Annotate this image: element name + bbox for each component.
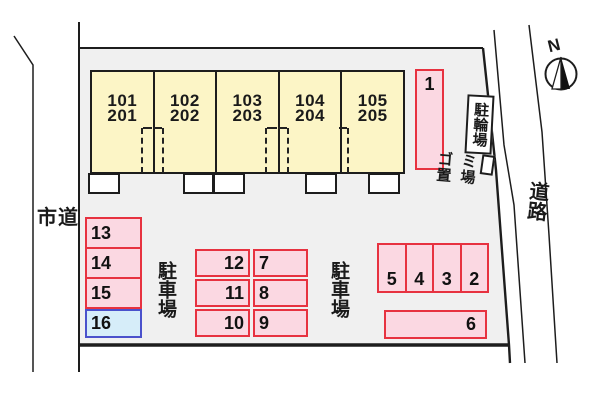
parking-space-14: 14 xyxy=(87,247,140,277)
parking-space-5: 5 xyxy=(379,245,405,291)
bicycle-parking-label: 駐輪場 xyxy=(470,101,490,148)
compass-needle-light xyxy=(551,56,562,90)
parking-space-12: 12 xyxy=(195,249,250,277)
stair-dash xyxy=(162,128,164,173)
road-label: 道路 xyxy=(522,179,550,222)
space-number: 14 xyxy=(91,252,112,273)
space-number: 12 xyxy=(223,252,244,273)
parking-space-7: 7 xyxy=(253,249,308,277)
space-number: 11 xyxy=(224,282,244,303)
stair-dash xyxy=(267,127,277,129)
parking-space-13: 13 xyxy=(87,219,140,247)
parking-space-11: 11 xyxy=(195,279,250,307)
road-edge-right-line xyxy=(528,24,558,364)
parking-space-2: 2 xyxy=(459,245,488,291)
space-number: 1 xyxy=(424,74,435,94)
space-number: 16 xyxy=(91,313,112,333)
stair-dash xyxy=(287,128,289,173)
space-number: 4 xyxy=(414,269,425,289)
parking-space-4: 4 xyxy=(404,245,433,291)
stair-dash xyxy=(153,127,162,129)
parking-row-5432: 5 4 3 2 xyxy=(377,243,489,293)
parking-space-15: 15 xyxy=(87,277,140,307)
parking-space-10: 10 xyxy=(195,309,250,337)
space-number: 3 xyxy=(441,269,452,289)
bicycle-parking-box: 駐輪場 xyxy=(464,94,495,155)
parking-space-1: 1 xyxy=(415,69,444,170)
parking-space-3: 3 xyxy=(432,245,460,291)
stair-dash xyxy=(265,128,267,173)
stair-dash xyxy=(278,127,287,129)
porch-4 xyxy=(305,173,337,194)
parking-lot-label-left: 駐車場 xyxy=(155,261,176,318)
space-number: 7 xyxy=(259,252,270,273)
road-edge-left-line xyxy=(493,29,526,364)
porch-2 xyxy=(183,173,214,194)
stair-dash xyxy=(347,128,349,173)
city-road-label: 市道 xyxy=(37,207,79,229)
parking-space-8: 8 xyxy=(253,279,308,307)
parking-space-6: 6 xyxy=(384,310,487,339)
space-number: 6 xyxy=(465,314,476,334)
parking-space-16: 16 xyxy=(85,309,142,338)
space-number: 13 xyxy=(91,222,112,243)
stair-dash xyxy=(141,128,143,173)
porch-1 xyxy=(88,173,120,194)
porch-5 xyxy=(368,173,400,194)
space-number: 2 xyxy=(469,269,480,289)
compass-needle-dark xyxy=(561,57,570,89)
porch-3 xyxy=(213,173,245,194)
space-number: 15 xyxy=(91,282,112,303)
city-road-outer-line xyxy=(13,35,34,372)
space-number: 8 xyxy=(259,282,270,303)
space-number: 5 xyxy=(386,269,397,289)
stair-dash xyxy=(339,127,347,129)
parking-space-9: 9 xyxy=(253,309,308,337)
space-number: 10 xyxy=(223,312,244,333)
space-number: 9 xyxy=(259,312,270,333)
parking-lot-label-right: 駐車場 xyxy=(328,261,349,318)
stair-dash xyxy=(143,127,152,129)
parking-col-131415: 13 14 15 xyxy=(85,217,142,309)
garbage-area-label: ゴミ 置場 xyxy=(436,151,491,188)
